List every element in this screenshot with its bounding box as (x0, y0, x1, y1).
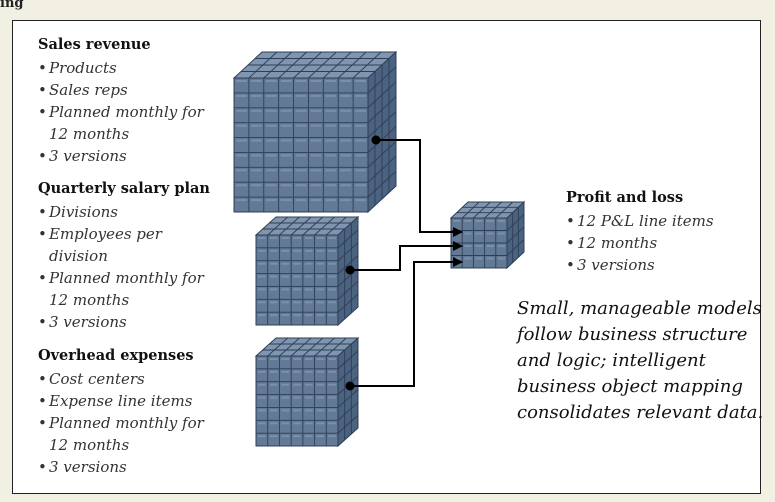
connector-dot (345, 381, 355, 391)
salary-plan-block: Quarterly salary plan Divisions Employee… (38, 178, 248, 333)
overhead-item: Expense line items (38, 390, 248, 412)
salary-plan-title: Quarterly salary plan (38, 180, 210, 197)
profit-loss-title: Profit and loss (566, 189, 684, 206)
salary-plan-cube (254, 215, 360, 327)
profit-loss-block: Profit and loss 12 P&L line items 12 mon… (566, 187, 766, 276)
sales-revenue-cube (232, 50, 398, 214)
salary-plan-item: Employees per division (38, 223, 214, 267)
cube-shading (258, 358, 336, 438)
sales-revenue-item: 3 versions (38, 145, 248, 167)
cube-shading (236, 80, 366, 202)
profit-loss-item: 12 P&L line items (566, 210, 766, 232)
connector-dot (345, 265, 355, 275)
profit-loss-item: 12 months (566, 232, 766, 254)
salary-plan-item: Divisions (38, 201, 248, 223)
salary-plan-item: 3 versions (38, 311, 248, 333)
sales-revenue-title: Sales revenue (38, 36, 151, 53)
sales-revenue-block: Sales revenue Products Sales reps Planne… (38, 34, 248, 167)
profit-loss-cube (449, 200, 526, 270)
sales-revenue-item: Planned monthly for 12 months (38, 101, 224, 145)
overhead-item: 3 versions (38, 456, 248, 478)
caption-text: Small, manageable models follow business… (517, 298, 764, 423)
sales-revenue-item: Products (38, 57, 248, 79)
overhead-block: Overhead expenses Cost centers Expense l… (38, 345, 248, 478)
overhead-item: Planned monthly for 12 months (38, 412, 224, 456)
cube-grid (256, 216, 359, 325)
cube-grid (256, 337, 359, 446)
cropped-header-text: ing (0, 0, 24, 11)
overhead-item: Cost centers (38, 368, 248, 390)
cube-shading (453, 220, 505, 260)
overhead-expenses-cube (254, 336, 360, 448)
cube-grid (234, 51, 397, 212)
cube-front-face (255, 355, 339, 447)
connector-overhead-to-pl (350, 257, 463, 387)
overhead-title: Overhead expenses (38, 347, 194, 364)
cube-front-face (255, 234, 339, 326)
sales-revenue-item: Sales reps (38, 79, 248, 101)
profit-loss-item: 3 versions (566, 254, 766, 276)
connector-dot (371, 135, 381, 145)
connector-salary-to-pl (350, 241, 463, 271)
salary-plan-item: Planned monthly for 12 months (38, 267, 224, 311)
cube-shading (258, 237, 336, 317)
cube-front-face (233, 77, 369, 213)
connector-sales-to-pl (376, 139, 463, 237)
